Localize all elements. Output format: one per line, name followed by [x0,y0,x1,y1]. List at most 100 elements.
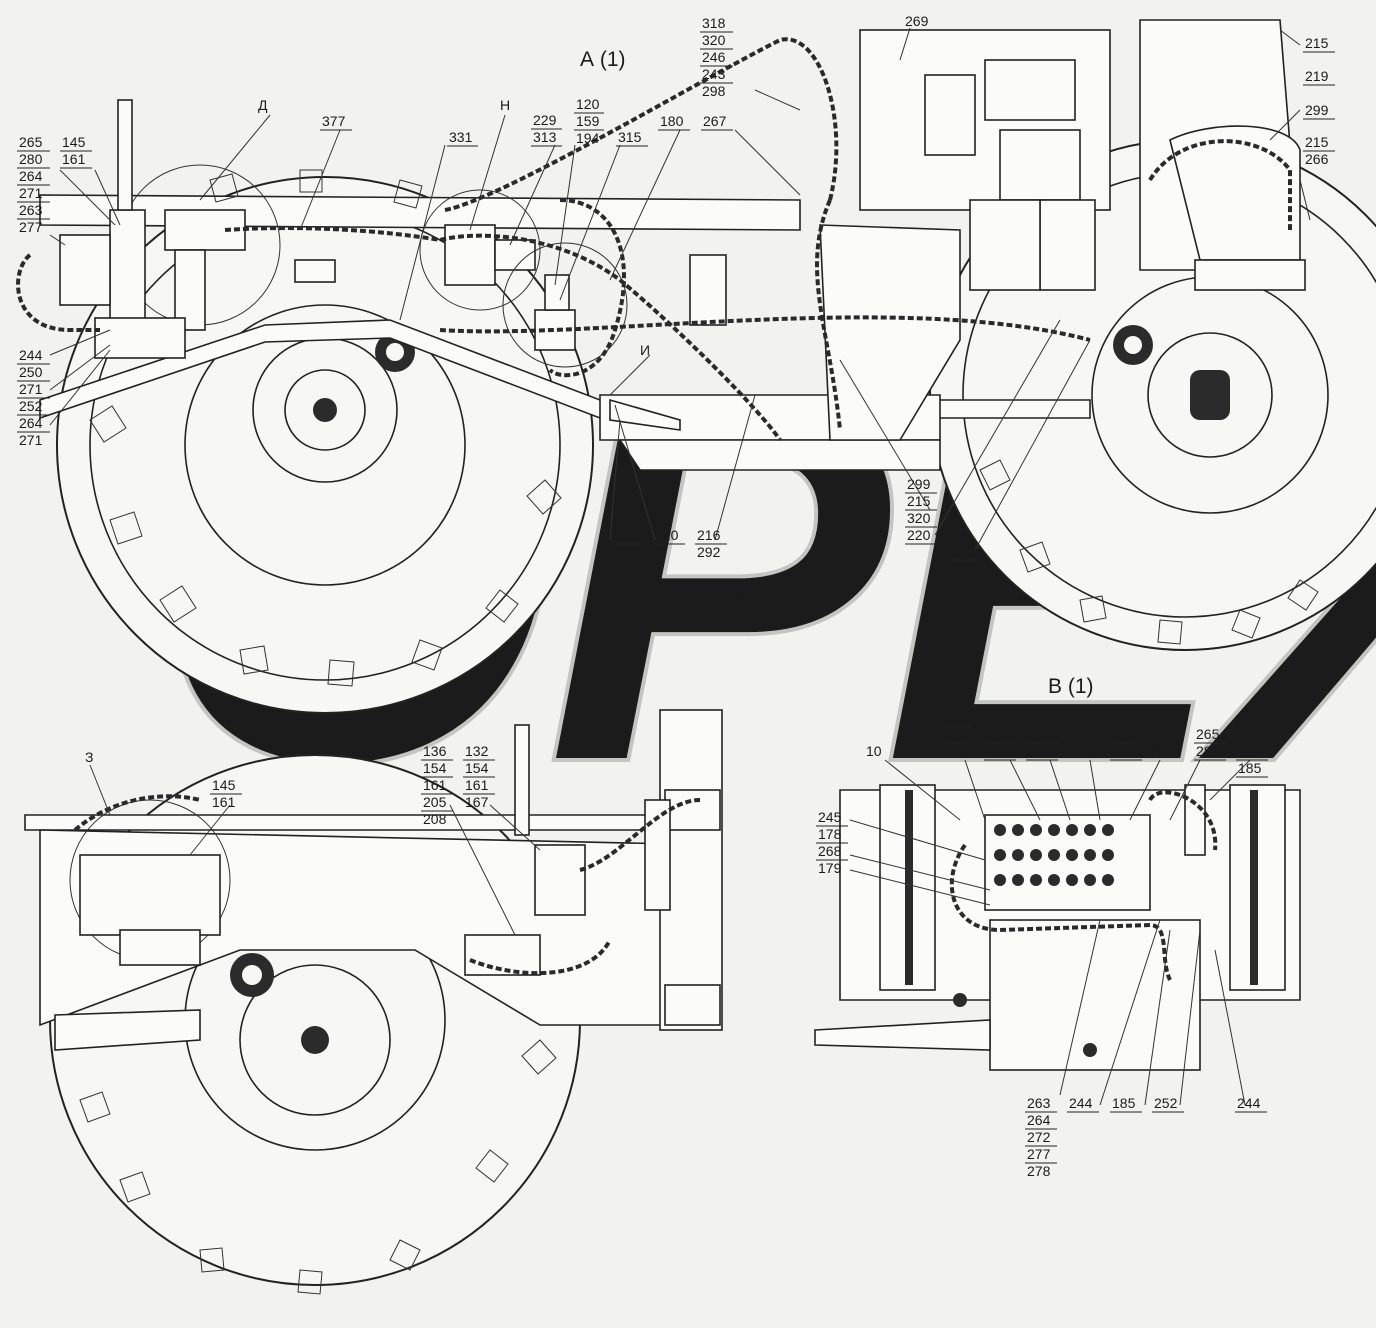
callout: 271 [1112,743,1136,759]
callout: 320 [907,510,931,526]
view-title-v: В (1) [1048,675,1094,698]
callout: 282 [1196,743,1220,759]
callout: 331 [952,543,976,559]
callout: 185 [1238,760,1262,776]
callout: 271 [19,381,43,397]
callout: 154 [465,760,489,776]
callout: 208 [423,811,447,827]
callout: 216 [697,527,721,543]
callout: 299 [907,476,931,492]
callout: 278 [1027,1163,1051,1179]
callout: 313 [533,129,557,145]
view-label-n: Н [500,97,510,113]
callout: 183 [1155,743,1179,759]
callout: 264 [986,726,1010,742]
callout: 320 [702,32,726,48]
callout: 120 [576,96,600,112]
v-gearbox [989,919,1201,1071]
detail-circle-n [419,189,541,311]
callout: 215 [907,493,931,509]
callout: 264 [1027,1112,1051,1128]
callout: 331 [449,129,473,145]
callout: 215 [1305,35,1329,51]
callout: 264 [19,415,43,431]
callout: 318 [702,15,726,31]
view-title-g: Г [740,582,751,605]
leader-lines [49,27,1311,1106]
view-v-drawing [814,784,1301,1071]
upper-frame-rail [39,194,801,231]
callout: 229 [533,112,557,128]
callout: 264 [1028,726,1052,742]
callout: 264 [19,168,43,184]
b-frame-top [24,814,721,831]
callouts-v-bottom: 263 264 272 277 278 244 185 252 244 [1027,1095,1261,1179]
callout: 271 [19,185,43,201]
callout: 205 [423,794,447,810]
callout: 274 [986,743,1010,759]
callout: 265 [1196,726,1220,742]
callout: 244 [1237,1095,1261,1111]
view-a-drawing [16,19,1376,714]
b-driveshaft [54,1009,201,1051]
callout: 264 [943,726,967,742]
callout: 252 [1154,1095,1178,1111]
callouts-a-engine: 318 320 246 243 298 269 [702,13,929,99]
callouts-a-top: 377 331 229 313 120 159 194 315 180 267 [322,96,727,146]
callout: 235 [943,709,967,725]
callout: 263 [1027,1095,1051,1111]
view-title-a: А (1) [580,48,626,71]
callout: 180 [660,113,684,129]
callout: 320 [655,527,679,543]
callout: 145 [62,134,86,150]
callout: 220 [907,527,931,543]
callout: 244 [1069,1095,1093,1111]
callout: 263 [19,202,43,218]
callout: 244 [19,347,43,363]
callout: 132 [465,743,489,759]
callout: 179 [818,860,842,876]
callout: 215 [1305,134,1329,150]
detail-circle-i [502,242,628,368]
callout: 292 [697,544,721,560]
callout: 145 [212,777,236,793]
callout: 266 [1305,151,1329,167]
callout: 154 [423,760,447,776]
callouts-a-left: 265 145 280 161 264 271 263 277 244 250 … [19,134,86,448]
callouts-v-top: 235 264 244 264 274 264 271 273 264 271 … [866,709,1262,776]
callouts-a-right: 215 219 299 215 266 [1305,35,1329,167]
callout: 159 [576,113,600,129]
callout: 252 [19,398,43,414]
callout: 250 [19,364,43,380]
callouts-v-left: 245 178 268 179 [818,809,842,876]
callout: 167 [465,794,489,810]
callout: 269 [905,13,929,29]
callout: 10 [866,743,882,759]
callout: 244 [943,743,967,759]
callout: 280 [19,151,43,167]
callout: 268 [818,843,842,859]
lower-frame-rail [39,319,1091,420]
view-label-i: И [640,342,650,358]
callout: 185 [1112,1095,1136,1111]
view-label-d: Д [258,97,268,113]
callout: 277 [1027,1146,1051,1162]
callout: 243 [702,66,726,82]
callout: 377 [322,113,346,129]
callout: 245 [818,809,842,825]
callout: 161 [465,777,489,793]
callout: 315 [618,129,642,145]
callouts-b: 145 161 136 154 161 205 208 132 154 161 … [212,743,489,827]
callout: 318 [612,527,636,543]
callout: 298 [702,83,726,99]
callout: 161 [62,151,86,167]
view-b-drawing [24,709,723,1295]
callout: 219 [1305,68,1329,84]
callout: 271 [19,432,43,448]
view-label-z: З [85,749,93,765]
callout: 178 [818,826,842,842]
callout: 248 [1238,743,1262,759]
tank-upright [109,209,146,326]
callout: 273 [1070,743,1094,759]
